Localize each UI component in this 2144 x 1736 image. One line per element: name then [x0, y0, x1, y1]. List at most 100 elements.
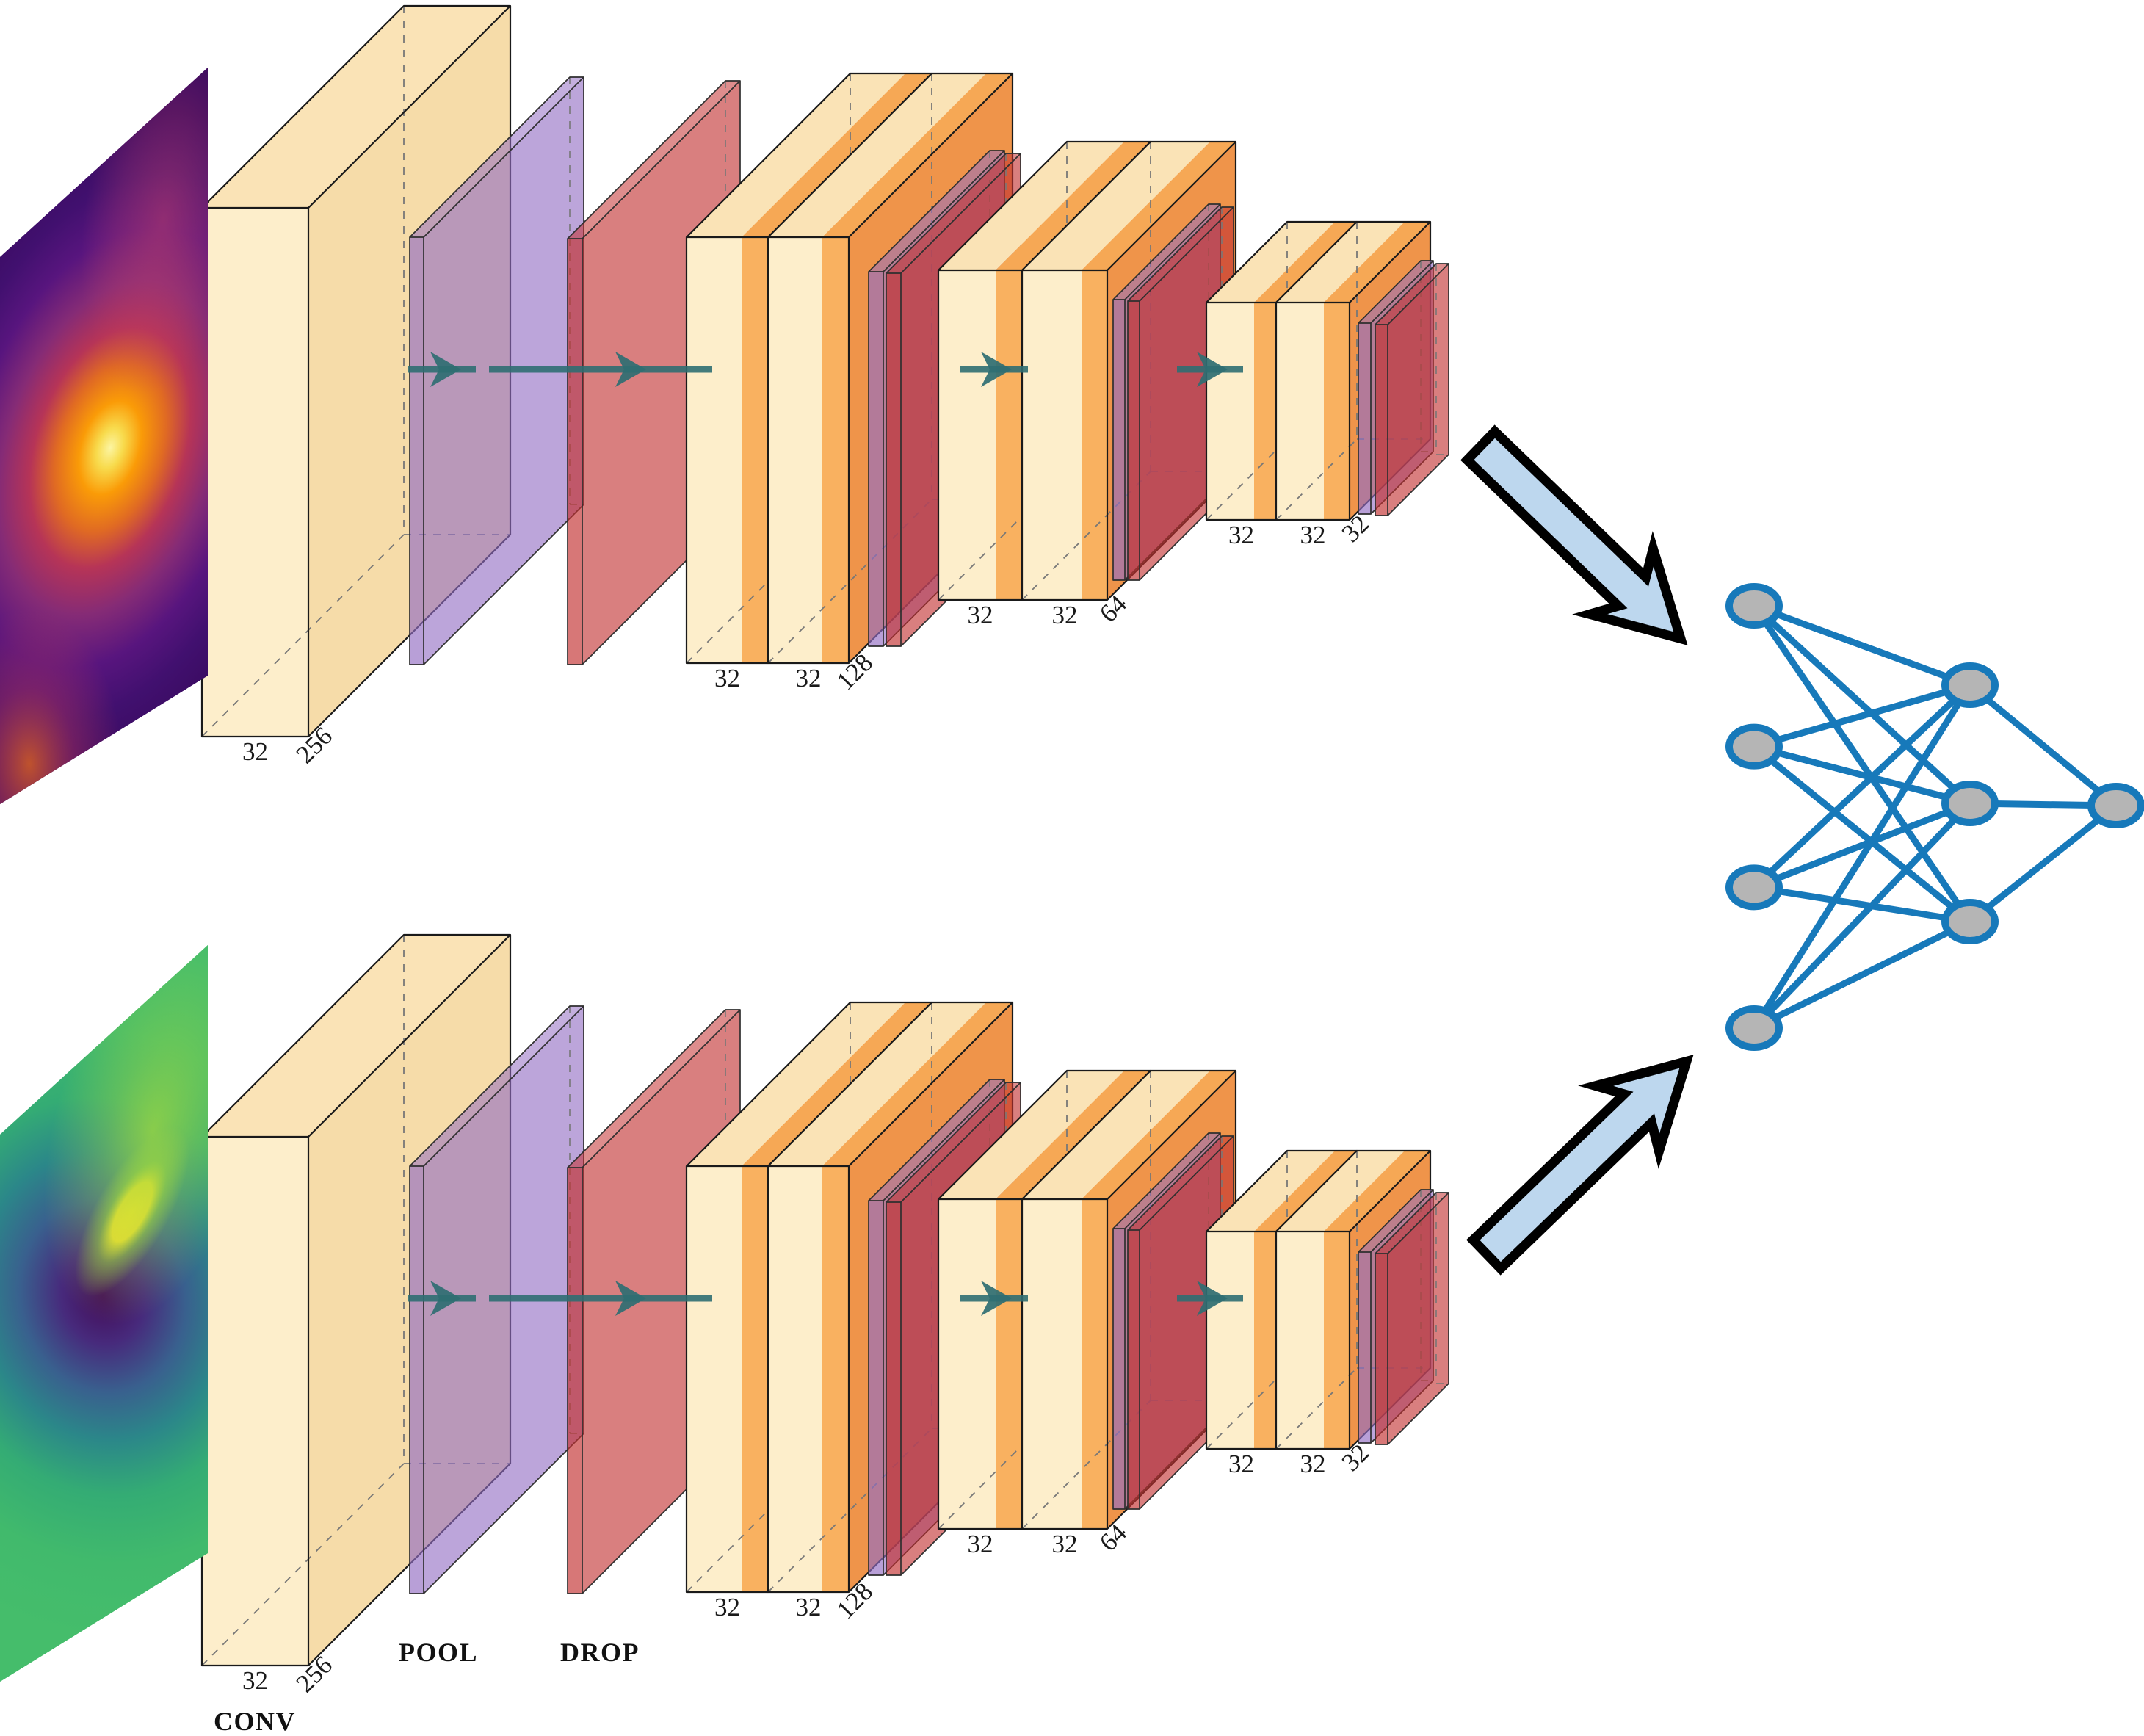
pool-plane-front-face	[869, 272, 883, 646]
flow-arrowhead	[981, 352, 1012, 387]
pool-plane-front-face	[1113, 1229, 1125, 1509]
mlp-edge	[1753, 602, 1971, 689]
pool-plane-front-face	[410, 237, 424, 665]
drop-stage-label: DROP	[560, 1638, 640, 1667]
stage-label-row: CONV POOL DROP	[214, 1638, 640, 1736]
mlp-edge	[1968, 682, 2118, 809]
box-outline	[767, 1001, 1014, 1594]
drop-plane-front-face	[1128, 1230, 1140, 1509]
drop-plane-top-face	[1375, 264, 1449, 325]
drop-plane-front-face	[568, 1168, 582, 1594]
drop-plane-side-face	[1388, 1193, 1449, 1444]
pool-plane-outline	[1112, 203, 1221, 581]
box-outline	[1021, 140, 1237, 601]
relu-stripe-front-face	[822, 1166, 849, 1592]
conv-box-top-face	[687, 73, 905, 237]
drop-plane-top-face	[886, 153, 1021, 273]
dim-label: 32	[242, 737, 268, 766]
mlp-edge	[1752, 744, 1972, 925]
conv-box-front-face	[938, 1199, 996, 1529]
drop-plane-top-face	[568, 81, 740, 239]
relu-stripe-top-face	[742, 73, 932, 237]
box-outline	[767, 72, 1014, 665]
drop-plane	[1375, 263, 1449, 516]
mlp-edge	[1751, 603, 1973, 806]
box-outline	[1275, 220, 1432, 521]
mlp-edge	[1753, 883, 1971, 925]
relu-stripe-front-face	[1254, 303, 1276, 520]
relu-stripe-front-face	[996, 1199, 1022, 1529]
pool-plane-front-face	[1358, 1252, 1371, 1443]
conv-box-top-face	[768, 73, 986, 237]
relu-stripe-front-face	[1254, 1232, 1276, 1449]
drop-plane-outline	[886, 1082, 1021, 1576]
mlp-node	[1941, 899, 1999, 944]
conv-box-top-face	[1206, 222, 1335, 303]
conv-box-top-face	[1022, 1071, 1210, 1199]
dim-label: 32	[1052, 1530, 1078, 1558]
mlp-edge	[1753, 918, 1971, 1032]
pool-plane-top-face	[869, 151, 1004, 272]
relu-stripe-front-face	[1324, 303, 1350, 520]
dim-label: 32	[242, 1666, 268, 1695]
pool-plane-top-face	[1358, 261, 1433, 323]
box-outline	[200, 4, 512, 738]
dim-label: 32	[796, 1593, 822, 1621]
feature-arrow-bottom	[1466, 1055, 1694, 1276]
mlp-edge	[1751, 604, 1973, 924]
conv-box-top-face	[768, 1002, 986, 1166]
drop-plane-front-face	[886, 1202, 901, 1575]
dim-label: 32	[714, 1593, 740, 1621]
drop-plane-outline	[1127, 1135, 1234, 1510]
flow-arrowhead	[615, 1281, 646, 1316]
pool-plane-top-face	[869, 1079, 1004, 1201]
relu-stripe-top-face	[996, 142, 1151, 270]
conv-box-top-face	[1206, 1151, 1335, 1232]
conv-box-top-face	[938, 142, 1124, 270]
mlp-nodes	[1725, 583, 2144, 1051]
dim-label: 32	[968, 601, 993, 629]
conv-stage-label: CONV	[214, 1707, 296, 1736]
conv-box-front-face	[768, 237, 822, 663]
drop-plane-outline	[1375, 263, 1449, 516]
feature-arrow-top	[1460, 424, 1688, 645]
mlp-node	[1725, 583, 1783, 629]
flow-arrowhead	[1197, 352, 1228, 387]
box-outline	[1275, 1149, 1432, 1450]
mlp-edge	[1753, 743, 1971, 807]
input-image-top	[0, 68, 208, 804]
pool-plane-front-face	[1358, 323, 1371, 514]
conv-box-top-face	[687, 1002, 905, 1166]
relu-stripe-top-face	[1254, 222, 1357, 303]
mlp-edge	[1753, 681, 1971, 750]
pool-plane-outline	[868, 1079, 1005, 1576]
pool-plane-front-face	[410, 1166, 424, 1594]
drop-plane-side-face	[1388, 264, 1449, 516]
pool-plane-outline	[868, 150, 1005, 647]
conv-box-front-face	[1276, 1232, 1324, 1449]
drop-plane-top-face	[1128, 1136, 1234, 1230]
heatmap-layer	[0, 68, 208, 804]
mlp-edge	[1751, 800, 1973, 1031]
pool-plane-top-face	[410, 77, 584, 237]
mlp-edge	[1751, 683, 1973, 1030]
dim-label: 32	[1228, 521, 1254, 549]
pool-plane-outline	[409, 1005, 584, 1594]
drop-plane-front-face	[568, 239, 582, 665]
dim-label: 32	[1228, 1450, 1254, 1478]
conv-box-front-face	[1022, 1199, 1082, 1529]
relu-stripe-top-face	[1324, 1151, 1430, 1232]
mlp-node	[1725, 1005, 1783, 1051]
pool-plane-outline	[409, 76, 584, 665]
conv-box-front-face	[1206, 303, 1254, 520]
conv-box-top-face	[202, 935, 510, 1137]
mlp-edge	[1751, 682, 1973, 890]
dim-label: 32	[796, 664, 822, 692]
input-image-bottom	[0, 945, 208, 1682]
drop-plane-top-face	[568, 1010, 740, 1168]
conv-box-top-face	[1276, 222, 1405, 303]
mlp-node	[2087, 783, 2144, 828]
